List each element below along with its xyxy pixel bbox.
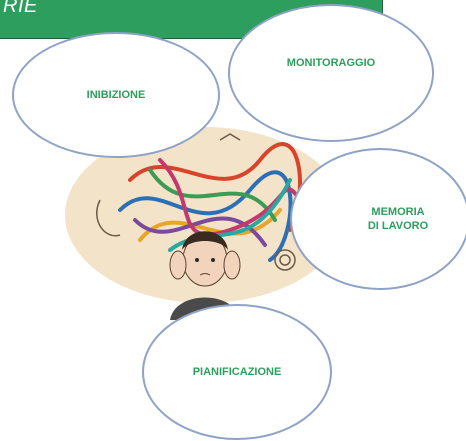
bubble-monitoraggio: MONITORAGGIO — [228, 4, 434, 142]
bubble-monitoraggio-label: MONITORAGGIO — [286, 57, 376, 69]
bubble-pianificazione-label: PIANIFICAZIONE — [192, 366, 282, 378]
banner-title: RIE — [3, 0, 38, 17]
bubble-pianificazione: PIANIFICAZIONE — [142, 304, 332, 440]
tangled-thoughts-illustration — [65, 127, 345, 320]
bubble-memoria-label: MEMORIA DI LAVORO — [367, 206, 429, 232]
bubble-memoria-di-lavoro: MEMORIA DI LAVORO — [290, 148, 466, 290]
bubble-inibizione-label: INIBIZIONE — [86, 89, 146, 101]
bubble-inibizione: INIBIZIONE — [12, 32, 220, 158]
